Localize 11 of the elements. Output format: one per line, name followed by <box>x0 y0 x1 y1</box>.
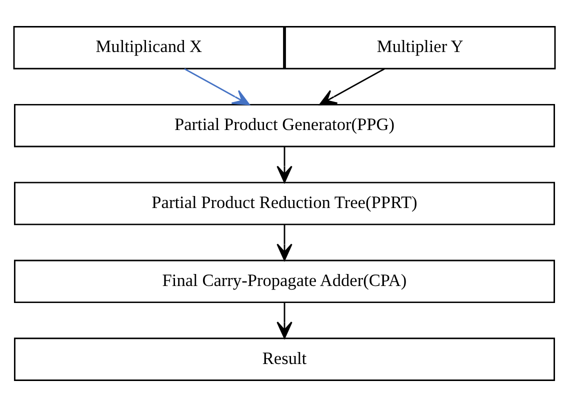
node-box: Result <box>14 337 555 380</box>
node-box: Multiplier Y <box>284 26 556 69</box>
arrow <box>184 68 250 105</box>
arrow <box>276 224 292 260</box>
arrow <box>319 68 385 105</box>
arrow <box>276 302 292 338</box>
arrow <box>276 146 292 182</box>
node-box: Partial Product Reduction Tree(PPRT) <box>14 181 555 225</box>
node-box: Partial Product Generator(PPG) <box>14 103 555 147</box>
node-box: Final Carry-Propagate Adder(CPA) <box>14 259 555 303</box>
node-box: Multiplicand X <box>13 26 284 69</box>
